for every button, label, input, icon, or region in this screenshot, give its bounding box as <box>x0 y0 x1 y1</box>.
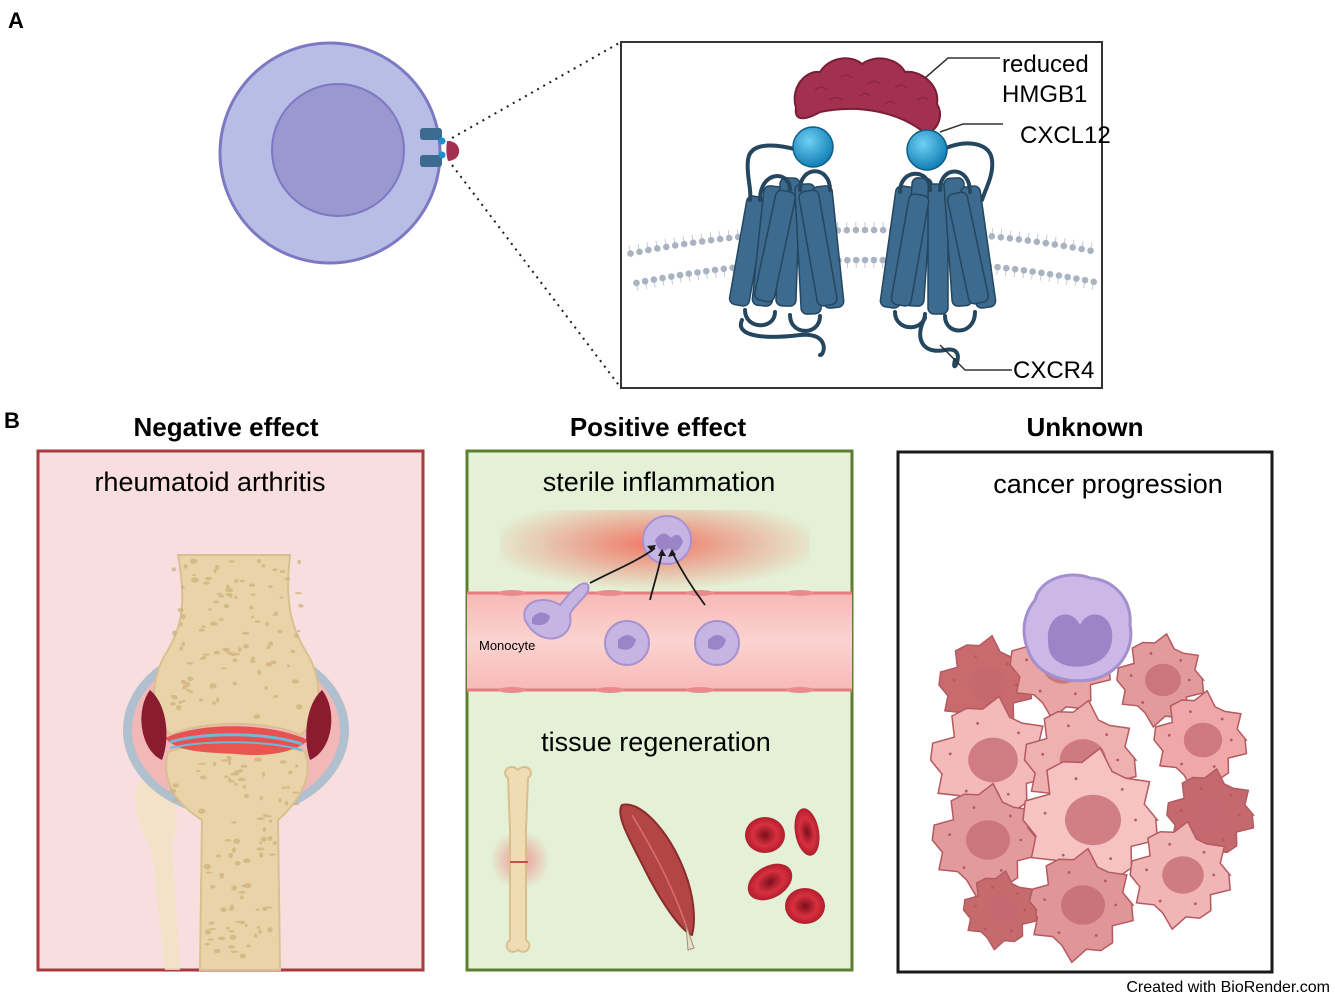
leader-lines <box>924 57 1012 371</box>
mini-receptor-icon <box>420 128 460 167</box>
panel-b-letter: B <box>4 408 20 433</box>
hmgb1-label-line1: reduced <box>1002 51 1089 78</box>
knee-joint-illustration <box>123 554 349 971</box>
red-blood-cells-icon <box>745 808 825 924</box>
monocyte-label: Monocyte <box>479 638 535 653</box>
panel-a-letter: A <box>8 8 24 33</box>
immune-cell <box>1022 573 1133 683</box>
hmgb1-label-line2: HMGB1 <box>1002 81 1087 108</box>
cxcl12-ligand-left <box>792 126 834 168</box>
bone-icon <box>490 766 550 953</box>
tumor-cell-cluster <box>929 610 1256 964</box>
hmgb1-protein <box>793 57 941 136</box>
blood-vessel-illustration <box>467 510 852 693</box>
hmgb1-texture <box>814 74 929 105</box>
cancer-progression-label: cancer progression <box>993 469 1223 499</box>
ra-label: rheumatoid arthritis <box>94 467 325 497</box>
muscle-icon <box>619 803 695 951</box>
cxcl12-ligand-right <box>906 129 948 171</box>
biorender-credit: Created with BioRender.com <box>1126 979 1330 996</box>
col-title-negative: Negative effect <box>134 412 319 442</box>
sterile-inflammation-label: sterile inflammation <box>543 467 776 497</box>
cxcr4-label: CXCR4 <box>1013 357 1094 384</box>
col-title-unknown: Unknown <box>1027 412 1144 442</box>
col-title-positive: Positive effect <box>570 412 747 442</box>
cell <box>218 41 442 265</box>
cxcr4-receptors <box>728 141 997 369</box>
zoom-lines <box>451 41 622 389</box>
tissue-regeneration-label: tissue regeneration <box>541 727 771 757</box>
cxcl12-label: CXCL12 <box>1020 122 1111 149</box>
